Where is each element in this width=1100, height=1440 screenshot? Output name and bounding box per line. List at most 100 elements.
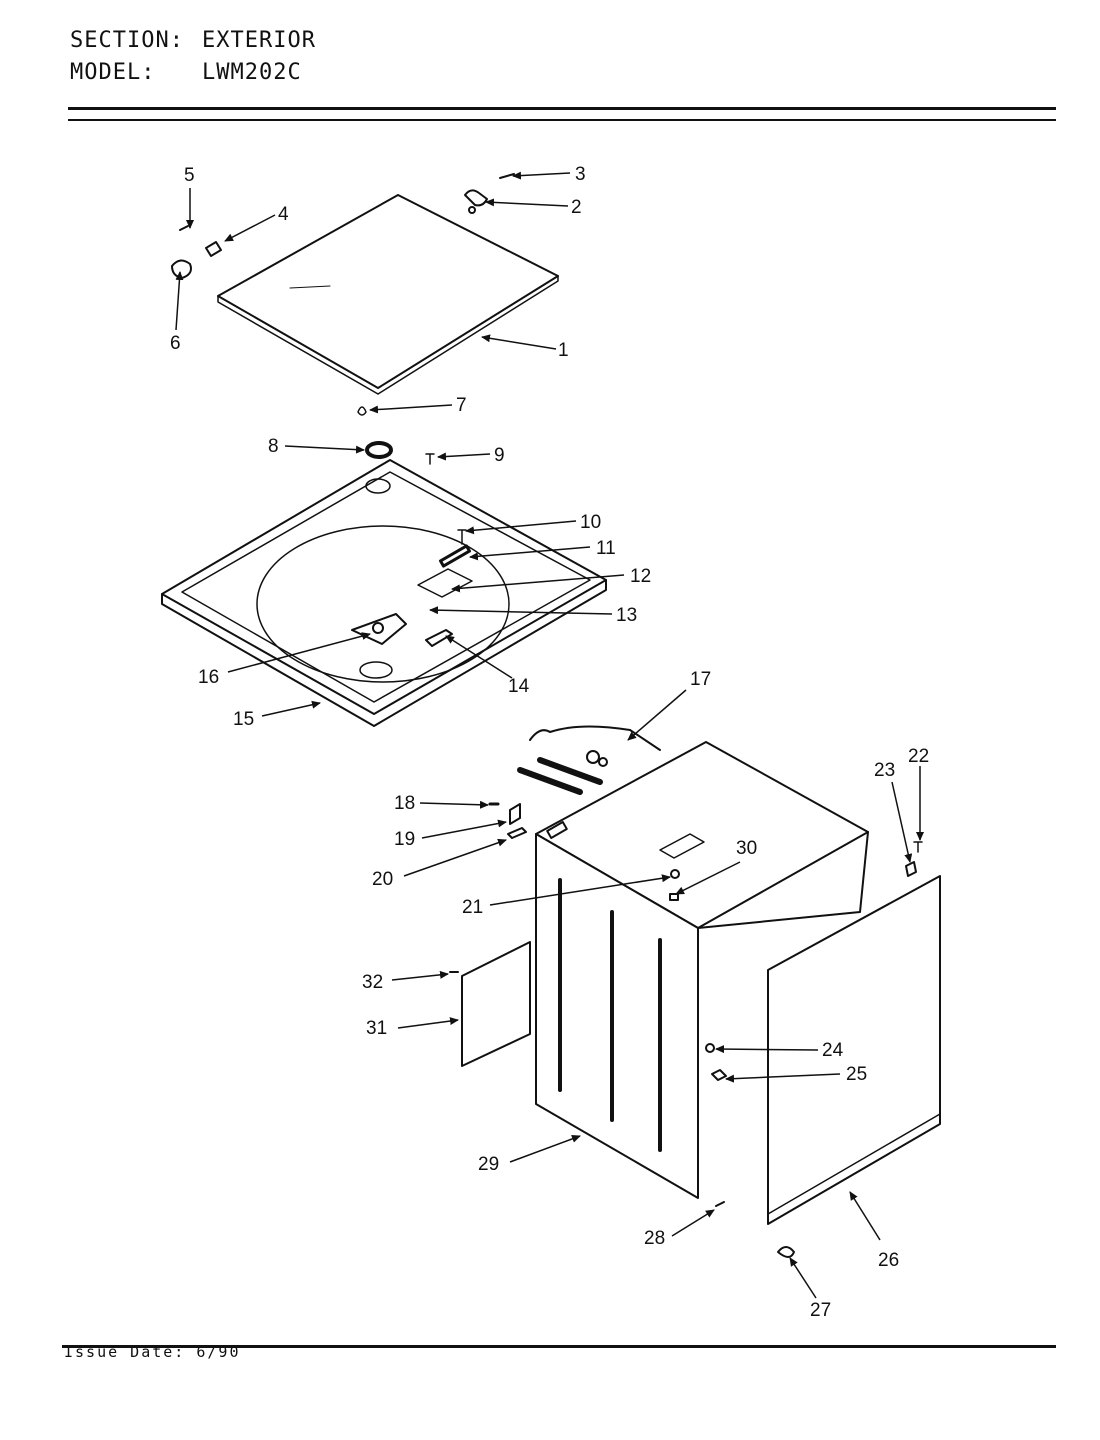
lid-edge xyxy=(217,275,559,395)
section-label: SECTION: xyxy=(70,28,184,53)
top-cover-hole-rear xyxy=(365,478,391,494)
cabinet-front-panel xyxy=(535,833,699,1199)
leader-2 xyxy=(485,198,569,207)
hose-fitting-1 xyxy=(517,767,583,795)
clip-25 xyxy=(711,1069,727,1081)
lid-switch-bracket xyxy=(417,568,473,598)
cabinet-right-edge xyxy=(697,831,869,929)
leader-21 xyxy=(489,874,671,906)
callout-19: 19 xyxy=(394,829,415,850)
leader-7 xyxy=(369,404,453,414)
lid-bumper-part xyxy=(171,259,192,279)
leader-13 xyxy=(429,606,613,615)
lid-seal-drop xyxy=(357,406,367,416)
foot-27 xyxy=(777,1246,795,1258)
leader-lines xyxy=(175,171,924,1299)
leader-20 xyxy=(403,838,507,877)
rear-panel xyxy=(767,875,941,1225)
bracket-19 xyxy=(509,803,521,825)
leader-3 xyxy=(512,171,571,180)
callout-16: 16 xyxy=(198,667,219,688)
access-panel xyxy=(461,941,531,1067)
leader-6 xyxy=(175,271,184,331)
section-value: EXTERIOR xyxy=(202,28,316,53)
callout-17: 17 xyxy=(690,669,711,690)
header-rule-thick xyxy=(68,107,1056,110)
leader-8 xyxy=(284,445,365,454)
rear-panel-lip xyxy=(767,1113,941,1215)
cabinet-top-cutout xyxy=(659,833,705,859)
leader-15 xyxy=(261,700,321,717)
callout-18: 18 xyxy=(394,793,415,814)
hose-fitting-2 xyxy=(537,757,603,785)
callout-32: 32 xyxy=(362,972,383,993)
clip-30 xyxy=(669,893,679,901)
callout-13: 13 xyxy=(616,605,637,626)
leader-14 xyxy=(445,635,513,679)
grommet-ring xyxy=(365,441,393,459)
screw-22 xyxy=(913,841,923,853)
leader-17 xyxy=(627,689,687,741)
screw-21 xyxy=(670,869,680,879)
callout-7: 7 xyxy=(456,395,467,416)
leader-1 xyxy=(481,334,557,350)
leader-28 xyxy=(671,1209,715,1237)
leader-27 xyxy=(789,1257,817,1299)
lid-screw-part xyxy=(499,173,515,179)
callout-22: 22 xyxy=(908,746,929,767)
cabinet-top-slot xyxy=(546,821,568,839)
callout-6: 6 xyxy=(170,333,181,354)
leader-11 xyxy=(469,546,591,561)
tub-opening xyxy=(256,525,510,683)
clip-23 xyxy=(905,861,917,877)
leader-18 xyxy=(419,800,489,809)
callout-30: 30 xyxy=(736,838,757,859)
callout-24: 24 xyxy=(822,1040,844,1061)
model-heading: MODEL:LWM202C xyxy=(70,60,302,85)
lid-latch-pin xyxy=(425,629,453,647)
callout-3: 3 xyxy=(575,164,586,185)
lid-hinge-part xyxy=(464,189,488,207)
top-cover-front xyxy=(161,579,607,727)
top-screw xyxy=(425,453,435,465)
leader-32 xyxy=(391,970,449,981)
footer-rule xyxy=(62,1345,1056,1348)
callout-2: 2 xyxy=(571,197,582,218)
plug-24 xyxy=(705,1043,715,1053)
callout-10: 10 xyxy=(580,512,601,533)
callout-23: 23 xyxy=(874,760,895,781)
leader-30 xyxy=(675,861,741,895)
leader-12 xyxy=(451,574,625,593)
issue-date: Issue Date: 6/90 xyxy=(64,1343,241,1361)
leader-24 xyxy=(715,1045,819,1054)
pad-20 xyxy=(507,827,527,839)
section-heading: SECTION: EXTERIOR xyxy=(70,28,316,53)
switch-screw xyxy=(457,529,467,545)
callout-26: 26 xyxy=(878,1250,899,1271)
leader-16 xyxy=(227,632,371,673)
lid-panel xyxy=(217,194,559,389)
leader-25 xyxy=(725,1073,841,1083)
callout-labels: 1 2 3 4 5 6 7 8 9 10 11 12 13 14 15 16 1… xyxy=(170,164,929,1321)
screw-28 xyxy=(715,1201,725,1207)
callout-25: 25 xyxy=(846,1064,867,1085)
callout-5: 5 xyxy=(184,165,195,186)
hinge-pin-part xyxy=(205,241,222,257)
callout-12: 12 xyxy=(630,566,651,587)
leader-4 xyxy=(224,214,276,242)
dispenser-cap xyxy=(351,613,407,645)
power-cord xyxy=(529,725,661,751)
leader-29 xyxy=(509,1135,581,1163)
callout-8: 8 xyxy=(268,436,279,457)
leader-26 xyxy=(849,1191,881,1241)
callout-14: 14 xyxy=(508,676,530,697)
top-cover-rim xyxy=(181,471,591,703)
top-cover xyxy=(161,459,607,715)
leader-10 xyxy=(465,520,577,535)
header-rule-thin xyxy=(68,119,1056,121)
callout-28: 28 xyxy=(644,1228,665,1249)
lid-switch-spring xyxy=(439,544,471,568)
callout-1: 1 xyxy=(558,340,569,361)
callout-29: 29 xyxy=(478,1154,499,1175)
